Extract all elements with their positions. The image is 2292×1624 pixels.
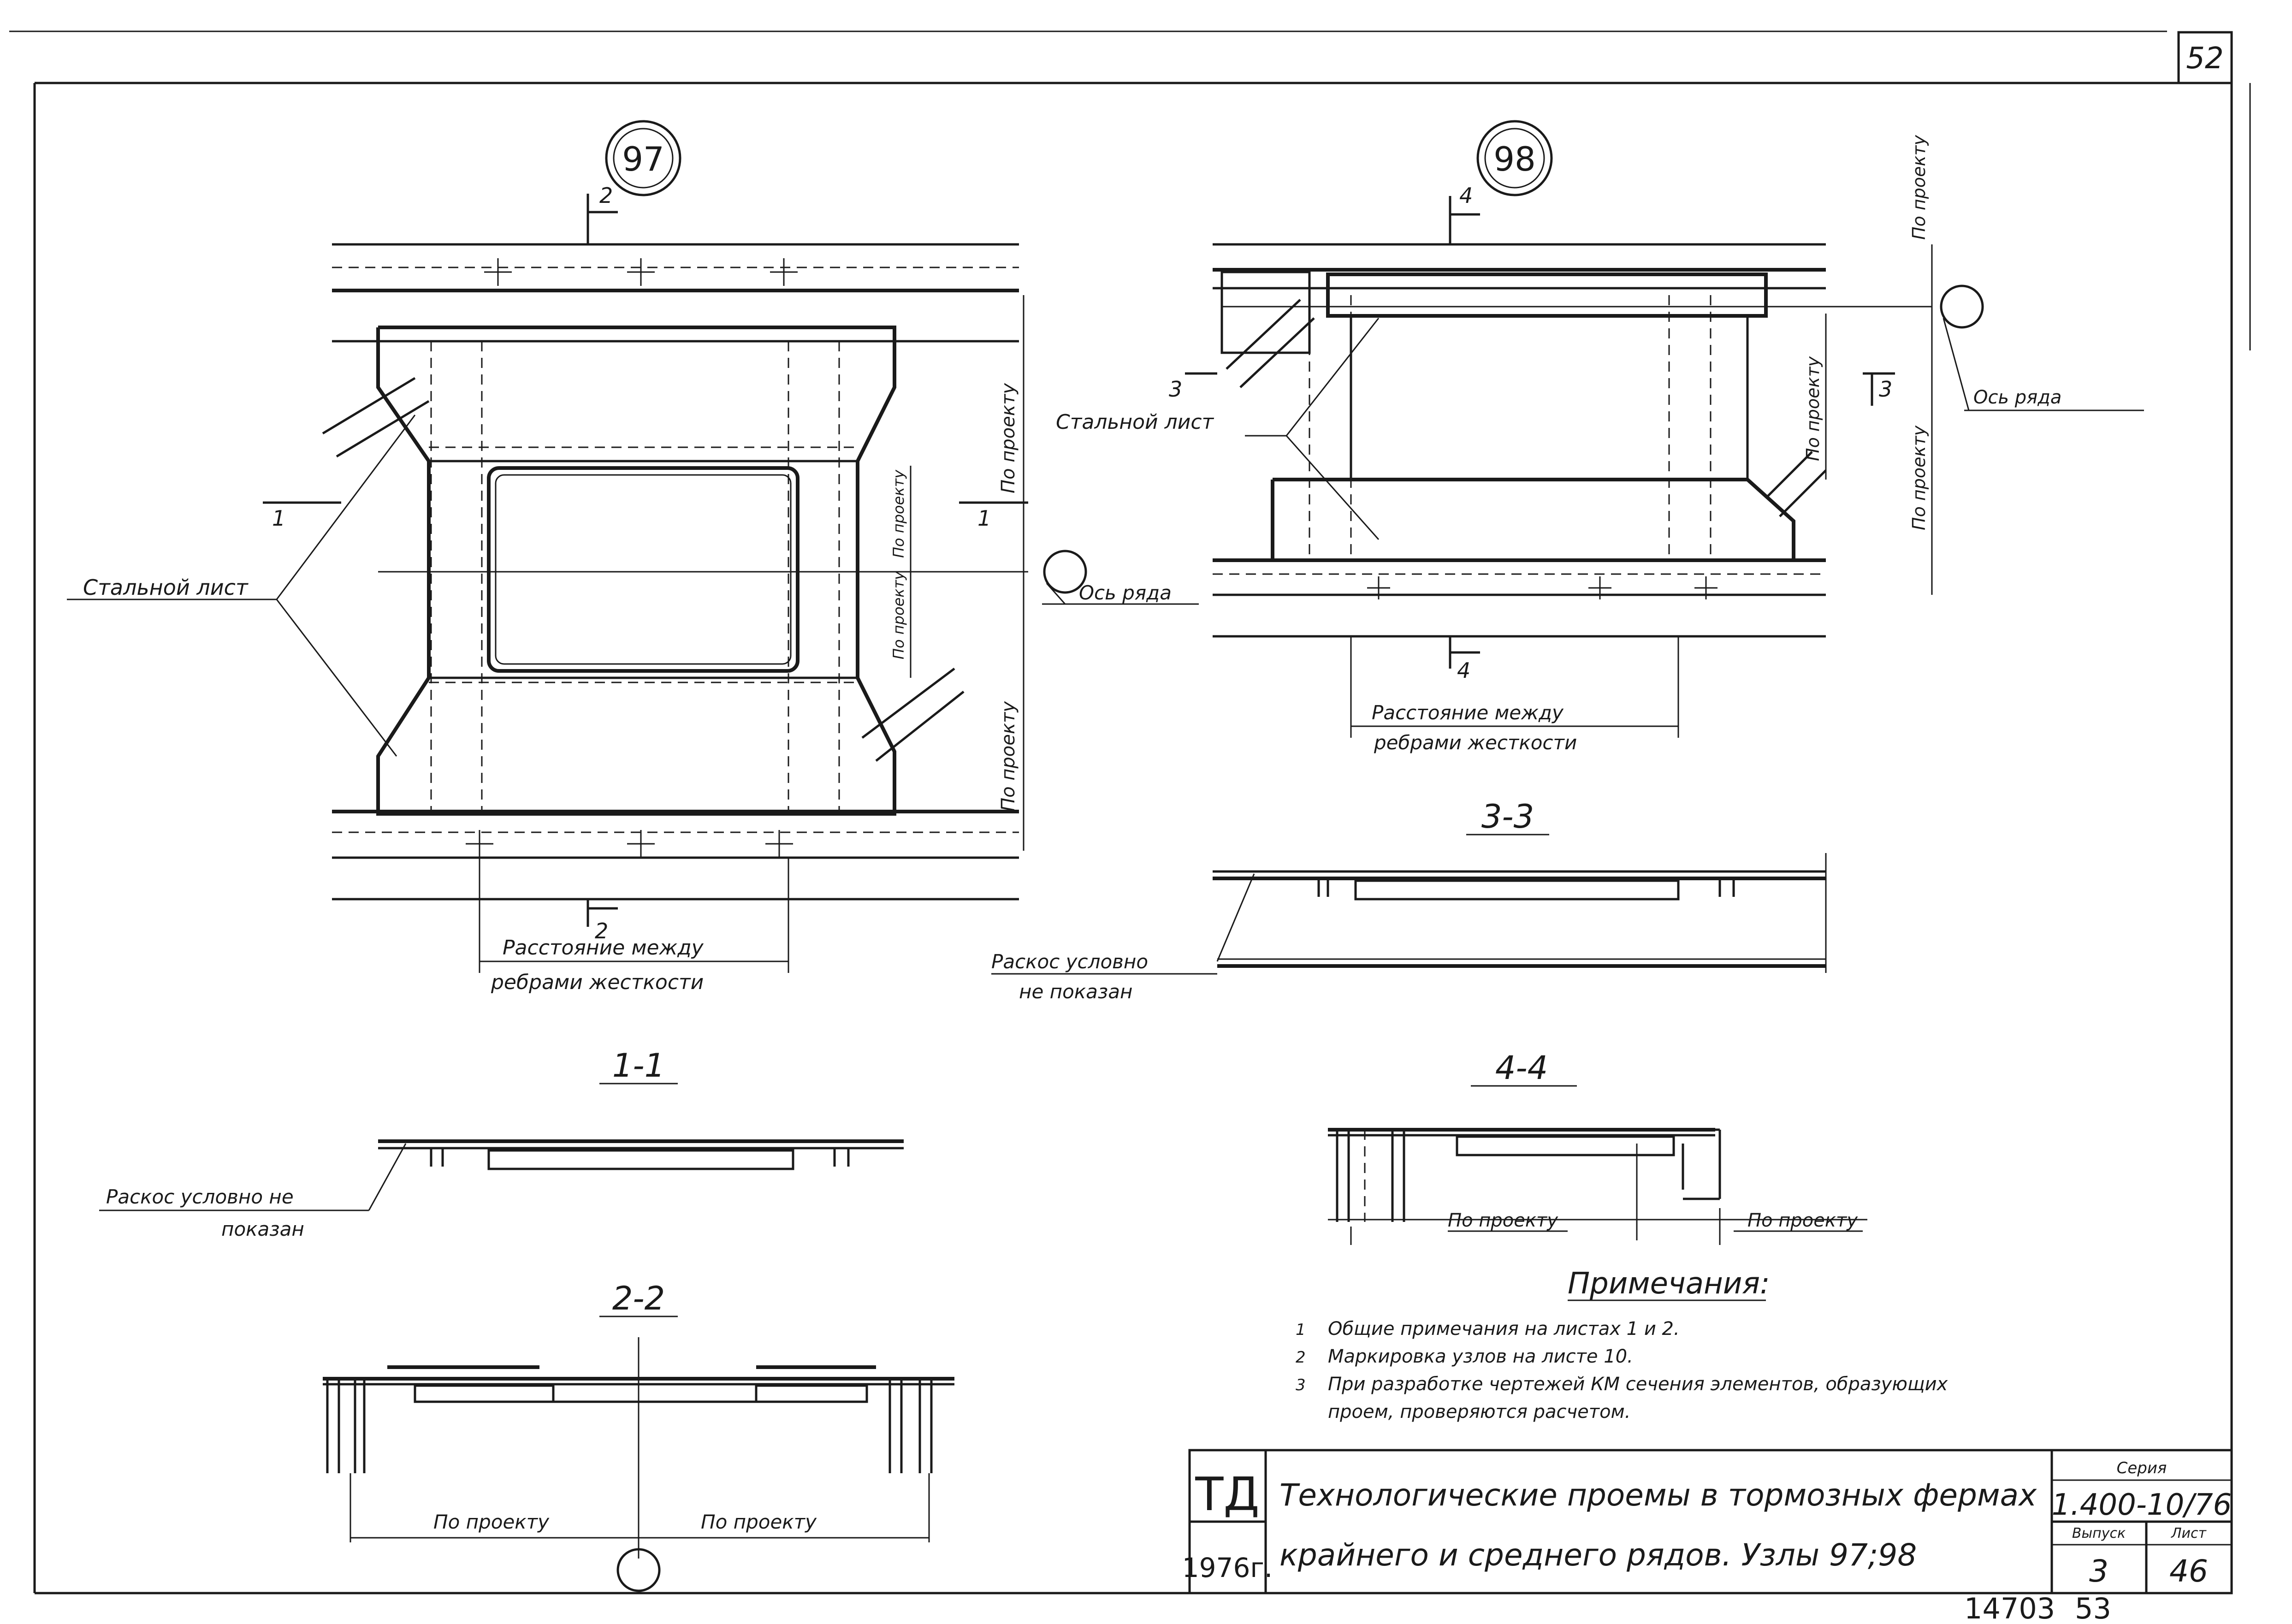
section-3-3-note-2: не показан — [1019, 980, 1132, 1003]
node-97-circle — [605, 120, 681, 196]
node-98-spacing-label-1: Расстояние между — [1372, 701, 1564, 724]
page-number: 52 — [2186, 41, 2223, 76]
node-98-cut-3-right: 3 — [1879, 377, 1892, 402]
node-97-cut-1-right: 1 — [977, 506, 991, 531]
issue-label: Выпуск — [2072, 1525, 2126, 1541]
note-1-text: Общие примечания на листах 1 и 2. — [1328, 1318, 1680, 1340]
node-97-dim-inner-top: По проекту — [890, 469, 907, 558]
node-98-label: 98 — [1493, 140, 1536, 178]
note-3-text: При разработке чертежей КМ сечения элеме… — [1328, 1374, 1948, 1395]
node-97-spacing-label-2: ребрами жесткости — [491, 971, 704, 994]
note-1-number: 1 — [1296, 1321, 1306, 1339]
section-3-3-note-1: Раскос условно — [991, 950, 1148, 973]
section-4-4-dim-right: По проекту — [1747, 1210, 1858, 1231]
section-2-2-dim-left: По проекту — [433, 1511, 550, 1533]
node-97-cut-1-left: 1 — [272, 506, 285, 531]
node-97-dim-top: По проекту — [998, 383, 1019, 493]
title-block-year: 1976г. — [1182, 1552, 1273, 1583]
node-98-cut-3-left: 3 — [1169, 377, 1182, 402]
node-97-cut-2-top: 2 — [599, 183, 613, 208]
title-line-2: крайнего и среднего рядов. Узлы 97;98 — [1279, 1537, 1917, 1573]
node-97-cut-2-bottom: 2 — [595, 919, 608, 943]
node-97-dim-bottom: По проекту — [998, 701, 1019, 812]
node-98-steel-sheet-callout: Стальной лист — [1056, 410, 1214, 434]
page-number-box — [2177, 31, 2233, 84]
section-1-1-title: 1-1 — [612, 1047, 665, 1085]
node-98-spacing-label-2: ребрами жесткости — [1374, 731, 1577, 754]
series-value: 1.400-10/76 — [2052, 1488, 2232, 1522]
section-1-1-note-2: показан — [221, 1218, 304, 1240]
title-line-1: Технологические проемы в тормозных ферма… — [1279, 1477, 2037, 1513]
node-98-plan — [1185, 120, 2144, 738]
series-label: Серия — [2117, 1459, 2167, 1477]
node-97-axis-label: Ось ряда — [1079, 581, 1172, 604]
section-2-2 — [323, 1316, 954, 1592]
title-block-org: ТД — [1195, 1467, 1259, 1521]
node-97-label: 97 — [622, 140, 664, 178]
note-2-number: 2 — [1296, 1348, 1306, 1367]
note-3-continuation: проем, проверяются расчетом. — [1328, 1401, 1630, 1422]
node-97-plan — [67, 120, 1199, 973]
issue-value: 3 — [2089, 1553, 2108, 1589]
section-1-1 — [99, 1083, 904, 1211]
section-3-3 — [991, 834, 1827, 975]
archive-number: 14703 — [1964, 1592, 2055, 1624]
section-4-4 — [1328, 1085, 1867, 1245]
note-2-text: Маркировка узлов на листе 10. — [1328, 1346, 1633, 1367]
section-4-4-dim-left: По проекту — [1448, 1210, 1558, 1231]
node-97-dim-inner-bottom: По проекту — [890, 571, 907, 659]
node-98-cut-4-bottom: 4 — [1457, 658, 1470, 683]
section-1-1-note-1: Раскос условно не — [106, 1185, 294, 1208]
section-2-2-title: 2-2 — [612, 1280, 665, 1317]
sheet-label: Лист — [2171, 1525, 2207, 1541]
node-98-circle — [1476, 120, 1553, 196]
node-98-dim-right: По проекту — [1909, 425, 1929, 530]
note-3-number: 3 — [1296, 1376, 1306, 1394]
section-3-3-title: 3-3 — [1481, 798, 1534, 836]
section-4-4-title: 4-4 — [1495, 1049, 1548, 1087]
node-98-cut-4-top: 4 — [1459, 183, 1473, 208]
title-block — [1188, 1449, 2233, 1594]
node-97-spacing-label-1: Расстояние между — [503, 936, 704, 960]
archive-sheet: 53 — [2075, 1592, 2111, 1624]
node-98-dim-top: По проекту — [1909, 135, 1929, 240]
sheet-value: 46 — [2169, 1553, 2208, 1589]
section-2-2-dim-right: По проекту — [701, 1511, 817, 1533]
node-98-axis-label: Ось ряда — [1973, 387, 2061, 408]
node-97-steel-sheet-callout: Стальной лист — [83, 575, 249, 600]
notes-heading: Примечания: — [1568, 1267, 1770, 1301]
node-98-dim-inner: По проекту — [1803, 356, 1823, 461]
